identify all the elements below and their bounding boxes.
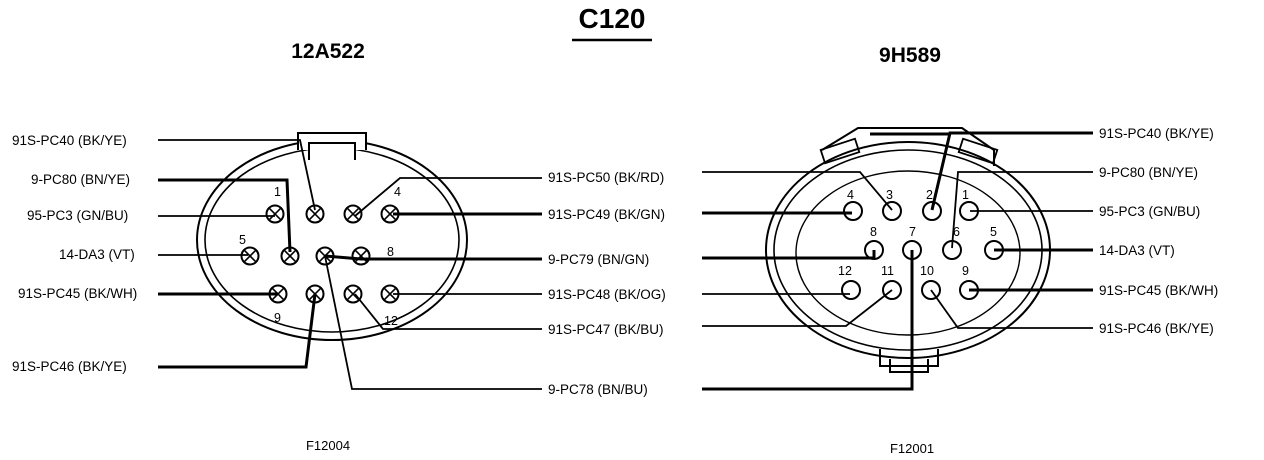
right-pin-number-4: 4 bbox=[847, 188, 854, 202]
right-wire-label-6: 91S-PC46 (BK/YE) bbox=[1099, 321, 1214, 336]
left-leader-pin2 bbox=[158, 178, 292, 253]
left-connector-outer-shell bbox=[196, 139, 468, 341]
left-wire-label-6: 91S-PC46 (BK/YE) bbox=[12, 359, 127, 374]
left-wire-label-5: 91S-PC45 (BK/WH) bbox=[18, 286, 137, 301]
left-leader-pin6 bbox=[158, 293, 317, 369]
right-pin-number-2: 2 bbox=[926, 188, 933, 202]
right-pin-4 bbox=[843, 201, 863, 221]
right-wire-label-4: 14-DA3 (VT) bbox=[1099, 243, 1175, 258]
right-wire-label-1: 91S-PC40 (BK/YE) bbox=[1099, 126, 1214, 141]
left-pin-2 bbox=[305, 204, 325, 224]
left-wire-label-10: 91S-PC48 (BK/OG) bbox=[548, 287, 666, 302]
left-connector-latch-inner bbox=[308, 142, 356, 160]
right-wire-label-5: 91S-PC45 (BK/WH) bbox=[1099, 283, 1218, 298]
left-leader-pin11 bbox=[354, 293, 542, 330]
right-pin-number-12: 12 bbox=[838, 264, 852, 278]
right-pin-number-8: 8 bbox=[870, 225, 877, 239]
left-leader-pin7 bbox=[354, 177, 542, 217]
left-wire-label-11: 91S-PC47 (BK/BU) bbox=[548, 322, 664, 337]
right-connector-name: 9H589 bbox=[879, 44, 941, 67]
left-pin-number-4: 4 bbox=[394, 185, 401, 199]
left-wire-label-7: 91S-PC50 (BK/RD) bbox=[548, 170, 664, 185]
right-pin-number-3: 3 bbox=[886, 188, 893, 202]
right-pin-number-6: 6 bbox=[953, 225, 960, 239]
right-pin-number-1: 1 bbox=[962, 188, 969, 202]
right-leader-pin6 bbox=[930, 289, 1093, 329]
right-leader-f bbox=[702, 250, 914, 391]
right-connector-pin-field bbox=[795, 170, 1021, 336]
left-pin-number-8: 8 bbox=[387, 245, 394, 259]
left-wire-label-9: 9-PC79 (BN/GN) bbox=[548, 252, 649, 267]
left-pin-8 bbox=[351, 246, 371, 266]
left-leader-lines bbox=[158, 139, 542, 390]
left-leader-pin12 bbox=[324, 255, 542, 390]
left-figure-id: F12004 bbox=[306, 438, 350, 453]
right-pin-number-10: 10 bbox=[920, 264, 934, 278]
left-wire-label-8: 91S-PC49 (BK/GN) bbox=[548, 207, 665, 222]
left-pin-1 bbox=[265, 204, 285, 224]
right-wire-label-3: 95-PC3 (GN/BU) bbox=[1099, 204, 1200, 219]
left-connector-pins bbox=[240, 204, 400, 304]
left-wire-label-12: 9-PC78 (BN/BU) bbox=[548, 382, 648, 397]
right-pin-number-11: 11 bbox=[881, 264, 894, 278]
right-leader-lines bbox=[702, 131, 1093, 391]
left-pin-12 bbox=[380, 284, 400, 304]
right-connector-right-tab bbox=[957, 137, 999, 165]
right-connector-pins bbox=[841, 201, 1004, 300]
right-pin-number-9: 9 bbox=[962, 264, 969, 278]
left-leader-pin9 bbox=[324, 254, 542, 261]
diagram-title: C120 bbox=[579, 3, 646, 34]
left-pin-number-1: 1 bbox=[274, 185, 281, 199]
right-pin-2 bbox=[922, 201, 942, 221]
left-wire-label-3: 95-PC3 (GN/BU) bbox=[27, 208, 128, 223]
right-leader-a bbox=[702, 171, 893, 211]
right-wire-label-2: 9-PC80 (BN/YE) bbox=[1099, 165, 1198, 180]
left-pin-number-12: 12 bbox=[384, 314, 398, 328]
right-leader-pin2 bbox=[951, 171, 1093, 249]
right-connector-top-latch bbox=[821, 127, 995, 166]
left-pin-4 bbox=[380, 204, 400, 224]
right-leader-e bbox=[702, 289, 893, 327]
left-wire-label-1: 91S-PC40 (BK/YE) bbox=[12, 133, 127, 148]
left-wire-label-4: 14-DA3 (VT) bbox=[59, 247, 135, 262]
right-leader-pin1 bbox=[930, 131, 1093, 211]
left-connector bbox=[196, 132, 468, 341]
right-figure-id: F12001 bbox=[890, 441, 934, 456]
right-pin-number-5: 5 bbox=[990, 225, 997, 239]
left-pin-number-9: 9 bbox=[274, 311, 281, 325]
right-connector-left-tab bbox=[819, 137, 861, 165]
left-connector-name: 12A522 bbox=[291, 40, 365, 63]
right-connector-bottom-key bbox=[879, 349, 939, 367]
left-pin-number-5: 5 bbox=[239, 233, 246, 247]
left-pin-5 bbox=[240, 246, 260, 266]
right-pin-12 bbox=[841, 280, 861, 300]
right-pin-3 bbox=[882, 201, 902, 221]
left-pin-3 bbox=[343, 204, 363, 224]
right-connector-bottom-key-inner bbox=[889, 359, 929, 373]
left-wire-label-2: 9-PC80 (BN/YE) bbox=[31, 172, 130, 187]
left-leader-pin1 bbox=[158, 139, 316, 211]
right-pin-number-7: 7 bbox=[909, 225, 916, 239]
right-leader-c bbox=[702, 250, 876, 260]
